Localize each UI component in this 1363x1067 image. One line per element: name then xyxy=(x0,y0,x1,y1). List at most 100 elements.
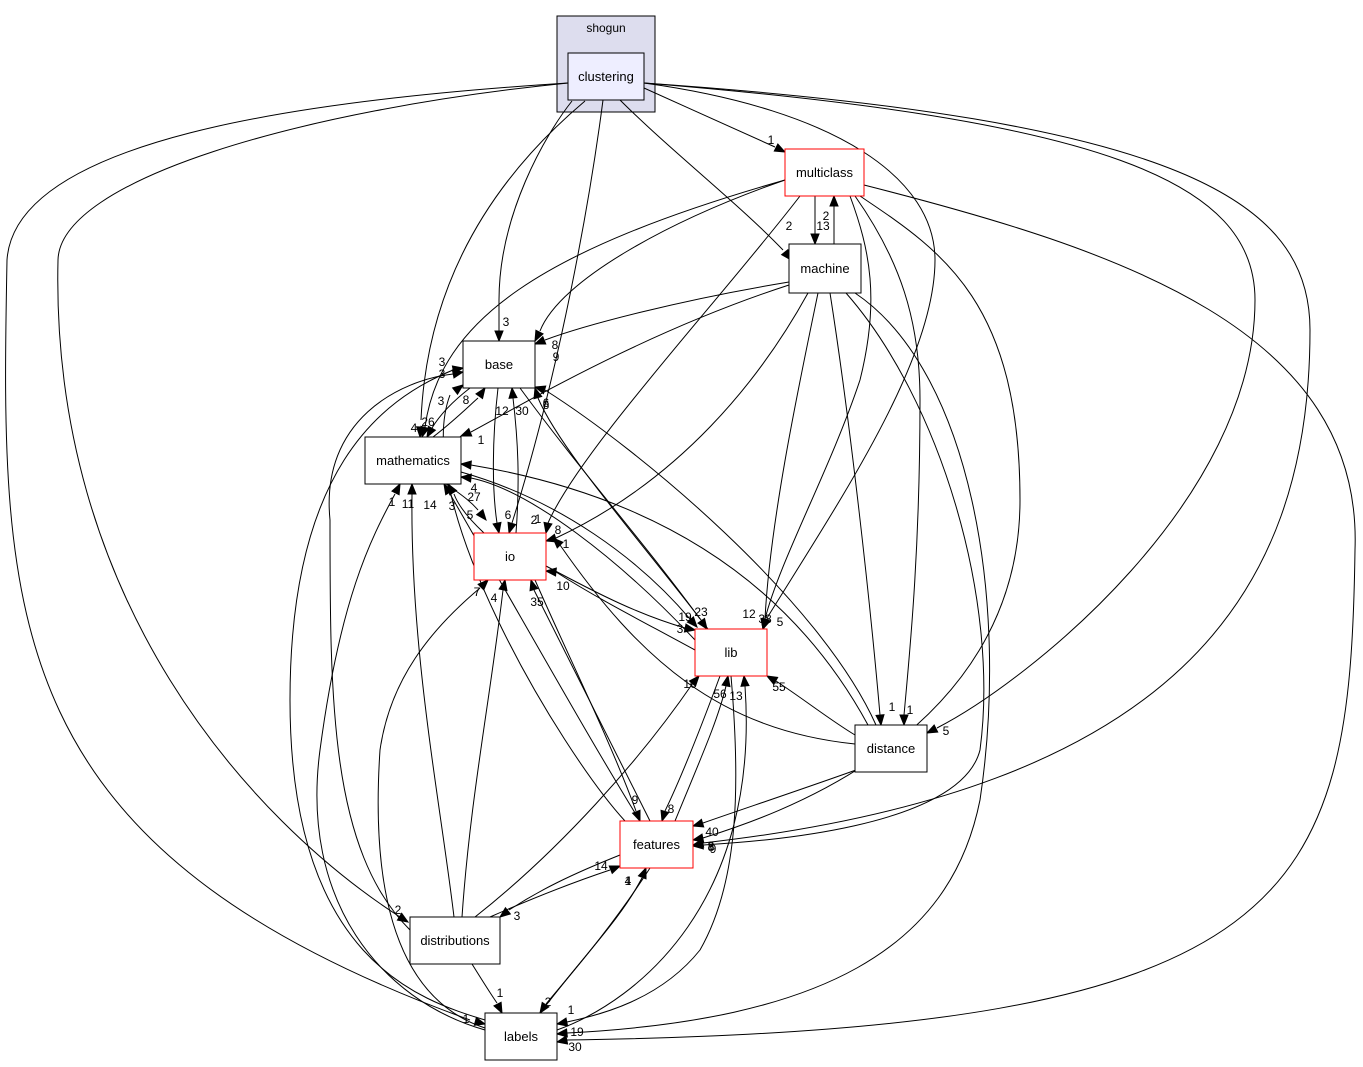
edge-weight-label[interactable]: 9 xyxy=(553,350,560,364)
node-clustering[interactable]: clustering xyxy=(567,52,645,101)
edge-weight-label[interactable]: 7 xyxy=(474,585,481,599)
edge-line xyxy=(470,464,869,726)
edge-weight-label[interactable]: 4 xyxy=(625,874,632,888)
edge-weight-label[interactable]: 1 xyxy=(389,495,396,509)
node-distributions[interactable]: distributions xyxy=(409,916,501,965)
node-box[interactable] xyxy=(788,243,862,294)
edge-weight-label[interactable]: 3 xyxy=(514,909,521,923)
edge-clustering-to-io: 1 xyxy=(507,99,604,535)
edge-weight-label[interactable]: 2 xyxy=(531,513,538,527)
edge-weight-label[interactable]: 30 xyxy=(515,404,529,418)
node-box[interactable] xyxy=(784,148,865,197)
edge-arrowhead xyxy=(686,615,698,629)
edge-weight-label[interactable]: 30 xyxy=(568,1040,582,1054)
edge-weight-label[interactable]: 2 xyxy=(823,209,830,223)
edge-weight-label[interactable]: 10 xyxy=(683,677,697,691)
edge-weight-label[interactable]: 8 xyxy=(552,338,559,352)
edge-weight-label[interactable]: 5 xyxy=(467,508,474,522)
node-box[interactable] xyxy=(462,340,536,389)
node-features[interactable]: features xyxy=(619,820,694,869)
edge-weight-label[interactable]: 4 xyxy=(471,481,478,495)
edge-weight-label[interactable]: 3 xyxy=(677,622,684,636)
edge-weight-label[interactable]: 14 xyxy=(423,498,437,512)
edge-weight-label[interactable]: 1 xyxy=(478,433,485,447)
node-base[interactable]: base xyxy=(462,340,536,389)
edge-weight-label[interactable]: 1 xyxy=(889,700,896,714)
edge-weight-label[interactable]: 10 xyxy=(556,579,570,593)
node-distance[interactable]: distance xyxy=(854,724,928,773)
edge-weight-label[interactable]: 6 xyxy=(543,398,550,412)
edge-weight-label[interactable]: 40 xyxy=(705,825,719,839)
node-box[interactable] xyxy=(473,532,547,581)
edge-arrowhead xyxy=(508,386,518,399)
edge-labels-to-mathematics: 1 xyxy=(316,482,486,1031)
edge-weight-label[interactable]: 12 xyxy=(495,404,509,418)
edge-weight-label[interactable]: 2 xyxy=(395,903,402,917)
edge-weight-label[interactable]: 1 xyxy=(568,1003,575,1017)
edge-weight-label[interactable]: 1 xyxy=(535,512,542,526)
node-box[interactable] xyxy=(484,1012,558,1061)
edge-weight-label[interactable]: 19 xyxy=(570,1025,584,1039)
node-multiclass[interactable]: multiclass xyxy=(784,148,865,197)
edge-weight-label[interactable]: 5 xyxy=(943,724,950,738)
edge-features-to-distributions: 3 xyxy=(498,854,621,923)
edge-weight-label[interactable]: 8 xyxy=(463,393,470,407)
node-box[interactable] xyxy=(694,628,768,677)
node-labels[interactable]: labels xyxy=(484,1012,558,1061)
edge-weight-label[interactable]: 23 xyxy=(694,605,708,619)
node-io[interactable]: io xyxy=(473,532,547,581)
node-box[interactable] xyxy=(409,916,501,965)
edge-weight-label[interactable]: 8 xyxy=(708,839,715,853)
node-box[interactable] xyxy=(619,820,694,869)
edge-weight-label[interactable]: 13 xyxy=(816,219,830,233)
edge-weight-label[interactable]: 9 xyxy=(632,793,639,807)
node-box[interactable] xyxy=(567,52,645,101)
node-box[interactable] xyxy=(364,436,462,485)
edge-arrowhead xyxy=(493,1001,503,1015)
node-box[interactable] xyxy=(854,724,928,773)
edge-weight-label[interactable]: 19 xyxy=(678,610,692,624)
edge-line xyxy=(664,675,721,812)
edge-line xyxy=(544,281,790,341)
edge-weight-label[interactable]: 2 xyxy=(786,219,793,233)
edge-weight-label[interactable]: 35 xyxy=(530,595,544,609)
edge-weight-label[interactable]: 1 xyxy=(625,874,632,888)
edge-weight-label[interactable]: 1 xyxy=(563,537,570,551)
edge-weight-label[interactable]: 3 xyxy=(439,355,446,369)
node-machine[interactable]: machine xyxy=(788,243,862,294)
edge-weight-label[interactable]: 27 xyxy=(467,490,481,504)
edge-weight-label[interactable]: 4 xyxy=(411,421,418,435)
edge-weight-label[interactable]: 1 xyxy=(497,986,504,1000)
edge-weight-label[interactable]: 1 xyxy=(768,133,775,147)
edge-weight-label[interactable]: 3 xyxy=(438,394,445,408)
edge-weight-label[interactable]: 11 xyxy=(402,497,415,511)
edge-base-to-io: 6 xyxy=(492,387,512,535)
edge-lib-to-features: 8 xyxy=(660,675,721,823)
edge-line xyxy=(533,589,651,822)
node-lib[interactable]: lib xyxy=(694,628,768,677)
edge-line xyxy=(702,195,1021,839)
edge-weight-label[interactable]: 1 xyxy=(463,1012,470,1026)
edge-weight-label[interactable]: 3 xyxy=(449,499,456,513)
edge-weight-label[interactable]: 4 xyxy=(491,591,498,605)
edge-weight-label[interactable]: 8 xyxy=(555,523,562,537)
edge-weight-label[interactable]: 56 xyxy=(713,687,727,701)
edge-weight-label[interactable]: 14 xyxy=(594,859,608,873)
edge-weight-label[interactable]: 55 xyxy=(772,680,786,694)
edge-weight-label[interactable]: 6 xyxy=(543,396,550,410)
edge-weight-label[interactable]: 13 xyxy=(729,689,743,703)
edge-line xyxy=(619,99,784,251)
edge-weight-label[interactable]: 9 xyxy=(710,842,717,856)
edge-weight-label[interactable]: 3 xyxy=(439,367,446,381)
edge-weight-label[interactable]: 8 xyxy=(708,840,715,854)
node-mathematics[interactable]: mathematics xyxy=(364,436,462,485)
edge-weight-label[interactable]: 6 xyxy=(505,508,512,522)
edge-weight-label[interactable]: 12 xyxy=(742,607,756,621)
edge-weight-label[interactable]: 1 xyxy=(907,703,914,717)
edge-weight-label[interactable]: 3 xyxy=(503,315,510,329)
edge-machine-to-base: 8 xyxy=(533,281,790,352)
edge-weight-label[interactable]: 26 xyxy=(421,415,435,429)
edge-weight-label[interactable]: 5 xyxy=(777,615,784,629)
edge-clustering-to-distributions: 2 xyxy=(57,82,569,923)
edge-weight-label[interactable]: 8 xyxy=(668,802,675,816)
